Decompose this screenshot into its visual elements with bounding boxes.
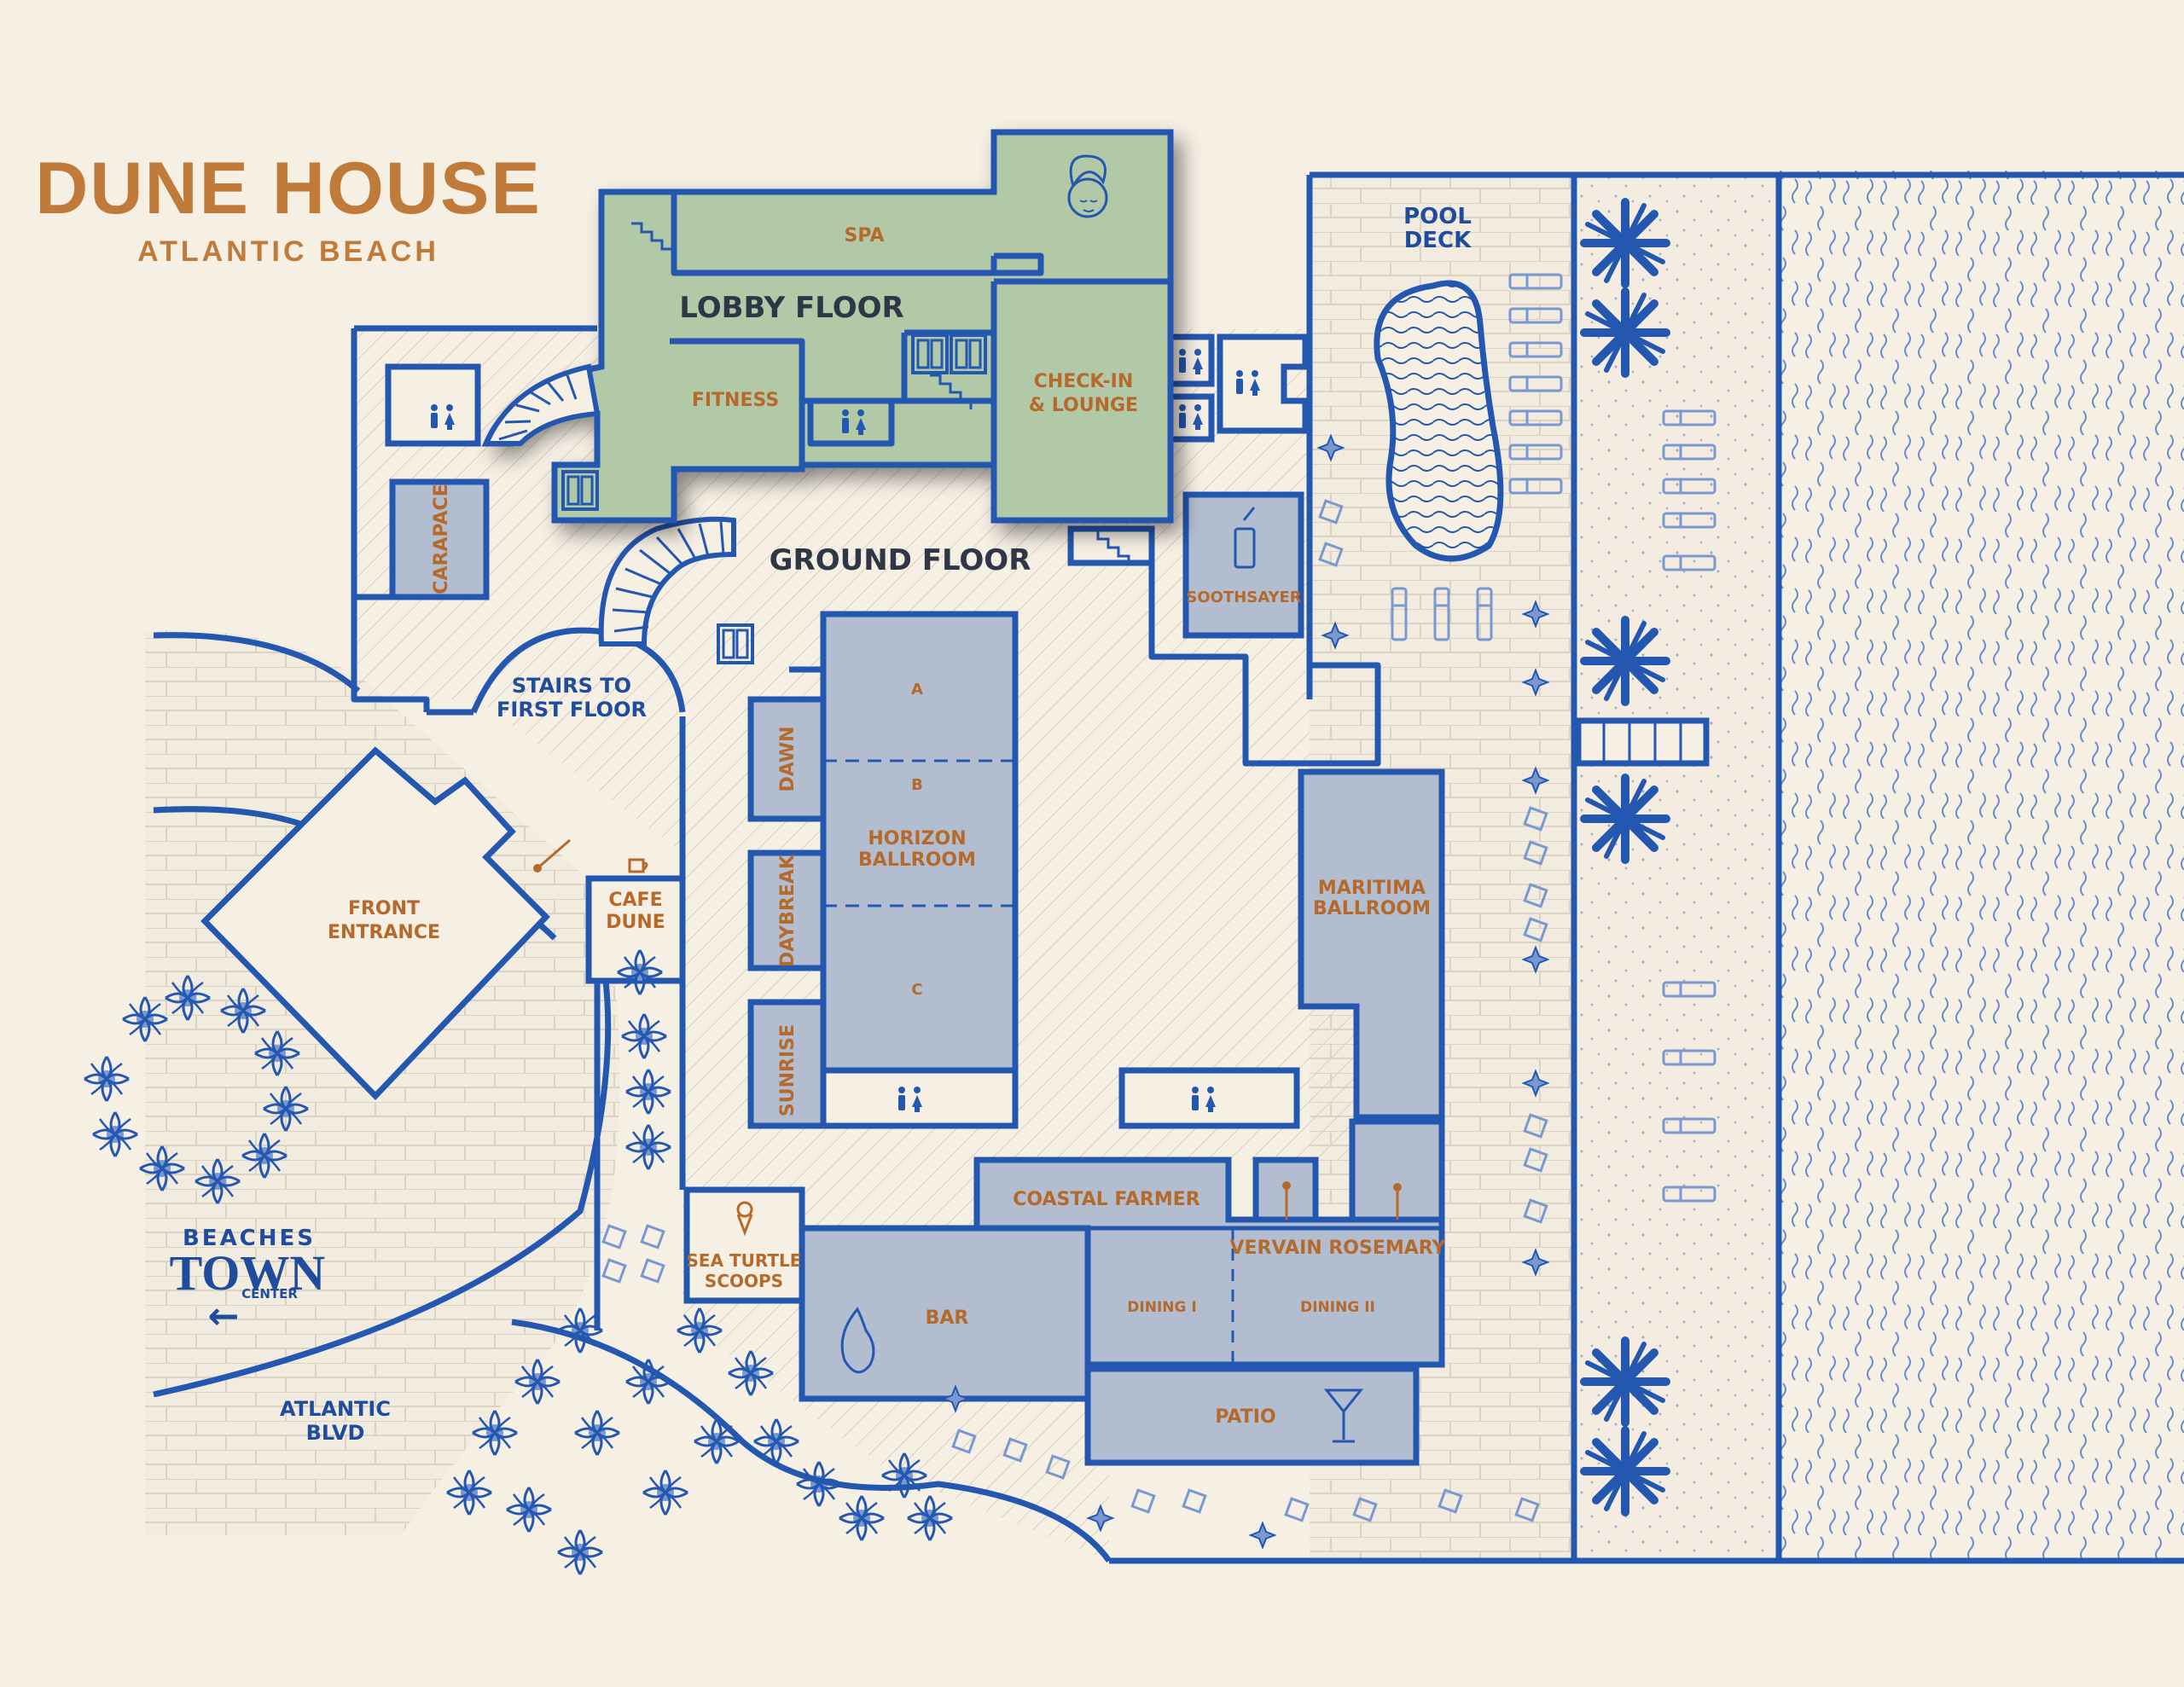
label-horizon-a: A [911,681,923,699]
room-carapace[interactable] [389,478,490,600]
room-bar[interactable] [799,1225,1091,1402]
ice-cream-icon [736,1201,753,1237]
martini-icon [1323,1388,1364,1443]
label-fitness: FITNESS [692,390,779,411]
label-pool-1: POOL [1403,204,1472,229]
town-center-line2: TOWN [170,1245,326,1301]
label-stairs-1: STAIRS TO [512,674,631,698]
beach [1574,175,1779,1561]
brand-title: DUNE HOUSE [35,148,541,229]
room-daybreak[interactable] [747,849,827,971]
label-sunrise: SUNRISE [777,1024,799,1116]
bar-counter [840,1307,875,1374]
pool [1374,280,1504,562]
pier [1575,717,1710,767]
label-cafe-2: DUNE [606,912,665,933]
label-horizon-1: HORIZON [868,828,966,849]
label-spa: SPA [845,225,885,246]
label-atlantic-blvd-2: BLVD [306,1421,365,1445]
label-maritima-2: BALLROOM [1313,898,1431,919]
label-dawn: DAWN [777,727,799,792]
room-sunrise[interactable] [747,999,827,1129]
label-carapace: CARAPACE [431,484,452,594]
label-maritima-1: MARITIMA [1318,878,1426,899]
room-patio[interactable] [1084,1365,1420,1466]
label-checkin-1: CHECK-IN [1034,371,1134,392]
spiral-stairs-upper [482,363,601,446]
label-patio: PATIO [1215,1406,1275,1428]
label-checkin-2: & LOUNGE [1029,395,1138,416]
ocean [1779,171,2184,1561]
label-cafe-1: CAFE [608,890,662,911]
spa-face-icon [1067,154,1108,218]
coffee-cup-icon [628,858,648,873]
brand-subtitle: ATLANTIC BEACH [137,235,439,268]
label-pool-2: DECK [1404,228,1472,253]
label-soothsayer: SOOTHSAYER [1186,588,1301,606]
beaches-town-center-sign[interactable]: BEACHES TOWN CENTER ← [170,1226,326,1338]
label-vervain-rosemary: VERVAIN ROSEMARY [1230,1238,1447,1259]
town-center-line3: CENTER [241,1286,298,1301]
label-dining-2: DINING II [1300,1299,1375,1316]
label-daybreak: DAYBREAK [777,854,799,967]
label-horizon-c: C [911,981,922,999]
room-maritima-ballroom[interactable] [1298,768,1445,1121]
room-soothsayer[interactable] [1182,491,1304,639]
label-stairs-2: FIRST FLOOR [497,698,647,722]
room-horizon-ballroom[interactable] [820,611,1019,1074]
restroom-horizon[interactable] [820,1067,1019,1129]
label-scoops-2: SCOOPS [705,1271,783,1291]
label-ground-floor: GROUND FLOOR [770,543,1031,577]
label-bar: BAR [926,1307,969,1329]
room-sea-turtle-scoops[interactable] [683,1186,805,1304]
label-dining-1: DINING I [1127,1299,1196,1316]
spiral-stairs-lower [598,516,736,646]
label-scoops-1: SEA TURTLE [687,1250,802,1271]
label-lobby-floor: LOBBY FLOOR [679,291,903,325]
label-front-entrance-2: ENTRANCE [328,922,440,943]
label-front-entrance-1: FRONT [348,898,420,919]
label-coastal-farmer: COASTAL FARMER [1013,1189,1200,1210]
label-atlantic-blvd-1: ATLANTIC [280,1397,391,1421]
front-entrance-building[interactable] [200,746,550,1101]
tiki-drink-icon [1234,507,1256,569]
town-center-line1: BEACHES [183,1226,316,1251]
town-center-arrow: ← [208,1295,240,1338]
room-dawn[interactable] [747,696,827,822]
label-horizon-b: B [911,776,923,794]
label-horizon-2: BALLROOM [858,849,976,871]
